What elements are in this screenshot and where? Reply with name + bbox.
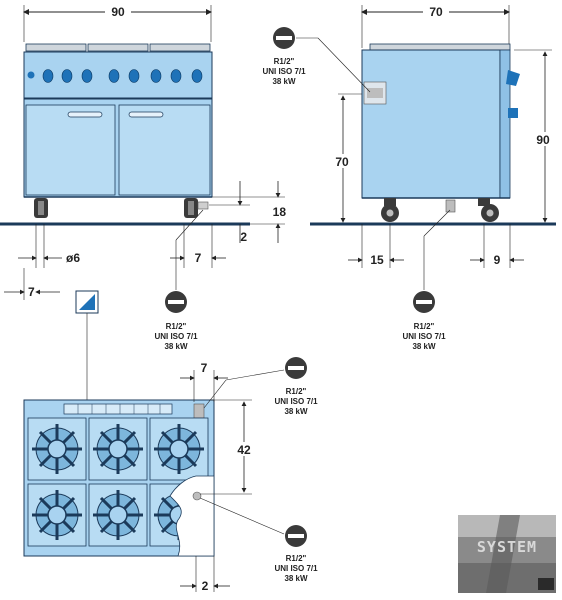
side-wheel-right [478, 198, 499, 222]
gas-symbol-icon [165, 291, 187, 313]
side-wheel-left [381, 198, 399, 222]
gas-label-line2: UNI ISO 7/1 [154, 332, 198, 341]
top-gas-label-b-line1: R1/2" [286, 554, 307, 563]
side-gas-label-top-line2: UNI ISO 7/1 [262, 67, 306, 76]
top-depth-dim: 42 [237, 443, 251, 457]
front-width-dim: 90 [111, 5, 125, 19]
gas-symbol-icon [413, 291, 435, 313]
gas-symbol-icon [285, 525, 307, 547]
side-gas-label-bottom-line1: R1/2" [414, 322, 435, 331]
gas-label-line3: 38 kW [164, 342, 188, 351]
side-view: 70 90 70 [262, 4, 556, 351]
side-gas-inlet [367, 88, 383, 98]
top-control-strip [63, 403, 173, 415]
top-offset-dim: 7 [201, 361, 208, 375]
control-symbol-icon [75, 290, 99, 314]
burner-icon [32, 490, 82, 540]
foot-height-dim: 18 [273, 205, 287, 219]
side-gas-label-top-line3: 38 kW [272, 77, 296, 86]
side-wheel-offset-left-dim: 15 [370, 253, 384, 267]
right-handle [128, 111, 164, 118]
burner-icon [93, 424, 143, 474]
top-gas-label-b-line3: 38 kW [284, 574, 308, 583]
top-side-offset-dim: 2 [202, 579, 209, 593]
top-gas-label-b-line2: UNI ISO 7/1 [274, 564, 318, 573]
gas-symbol-icon [285, 357, 307, 379]
burner-icon [32, 424, 82, 474]
foot-offset-dim: 7 [28, 285, 35, 299]
top-gas-label-a-line3: 38 kW [284, 407, 308, 416]
side-height-body-dim: 70 [335, 155, 349, 169]
cutaway-section [169, 475, 215, 557]
burner-icon [154, 424, 204, 474]
side-gas-label-bottom-line3: 38 kW [412, 342, 436, 351]
system-logo: SYSTEM [458, 515, 556, 593]
gas-label-line1: R1/2" [166, 322, 187, 331]
top-view: 7 42 2 R1/2" UNI ISO 7/1 38 kW R1/2" UNI… [23, 290, 318, 593]
side-knob [506, 70, 520, 86]
side-depth-dim: 70 [429, 5, 443, 19]
top-gas-label-a-line1: R1/2" [286, 387, 307, 396]
side-wheel-offset-right-dim: 9 [494, 253, 501, 267]
side-gas-label-top-line1: R1/2" [274, 57, 295, 66]
gas-symbol-icon [273, 27, 295, 49]
side-height-total-dim: 90 [536, 133, 550, 147]
front-view: 90 [0, 4, 286, 351]
left-door [25, 104, 116, 196]
foot-diameter-dim: ø6 [66, 251, 80, 265]
top-gas-inlet [192, 491, 202, 501]
gas-connector [197, 201, 209, 210]
left-handle [67, 111, 103, 118]
top-gas-label-a-line2: UNI ISO 7/1 [274, 397, 318, 406]
connector-offset-dim: 7 [195, 251, 202, 265]
right-door [118, 104, 211, 196]
burner-icon [93, 490, 143, 540]
side-gas-label-bottom-line2: UNI ISO 7/1 [402, 332, 446, 341]
knob-row [27, 69, 203, 83]
pipe-height-dim: 2 [240, 230, 247, 244]
logo-text: SYSTEM [477, 538, 537, 556]
